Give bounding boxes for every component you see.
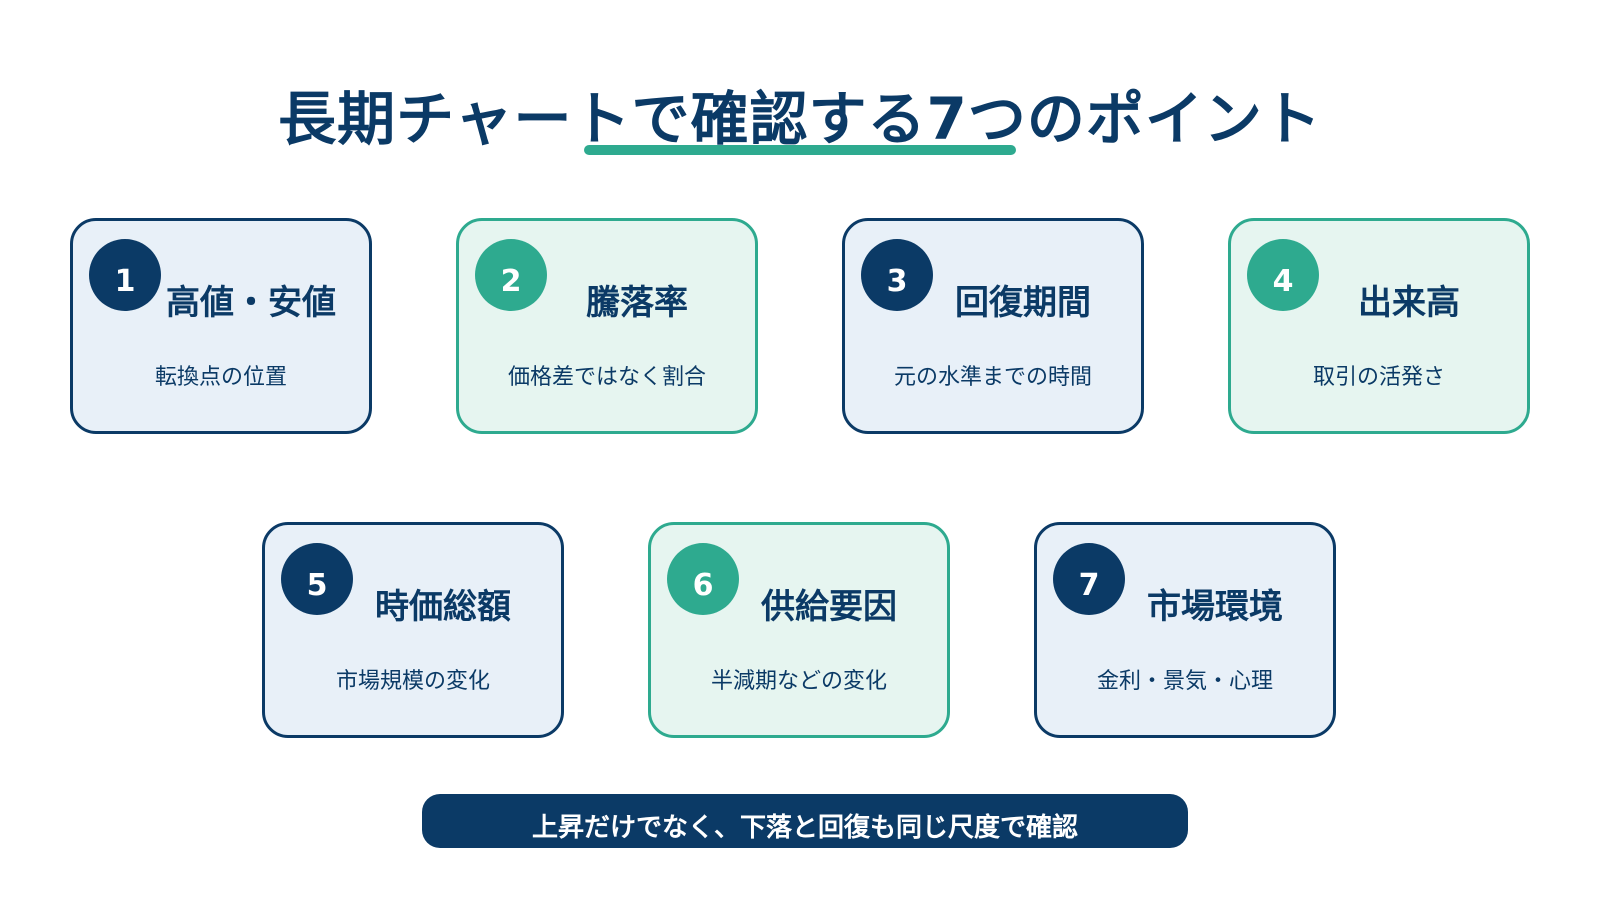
number-badge: 6 (667, 543, 739, 615)
card-description: 転換点の位置 (154, 365, 287, 390)
card-description: 価格差ではなく割合 (507, 365, 706, 390)
card-title: 出来高 (1358, 283, 1460, 323)
card-description: 金利・景気・心理 (1096, 669, 1273, 694)
point-card-6: 6 供給要因 半減期などの変化 (648, 522, 950, 738)
point-card-2: 2 騰落率 価格差ではなく割合 (456, 218, 758, 434)
point-card-1: 1 高値・安値 転換点の位置 (70, 218, 372, 434)
point-card-4: 4 出来高 取引の活発さ (1228, 218, 1530, 434)
number-badge: 5 (281, 543, 353, 615)
point-card-5: 5 時価総額 市場規模の変化 (262, 522, 564, 738)
number-badge: 1 (89, 239, 161, 311)
card-title: 時価総額 (375, 587, 511, 627)
point-card-7: 7 市場環境 金利・景気・心理 (1034, 522, 1336, 738)
card-description: 取引の活発さ (1312, 365, 1445, 390)
summary-banner: 上昇だけでなく、下落と回復も同じ尺度で確認 (422, 794, 1188, 848)
card-description: 半減期などの変化 (710, 669, 887, 694)
card-title: 回復期間 (955, 283, 1091, 323)
point-card-3: 3 回復期間 元の水準までの時間 (842, 218, 1144, 434)
number-badge: 7 (1053, 543, 1125, 615)
number-badge: 2 (475, 239, 547, 311)
card-title: 高値・安値 (166, 283, 336, 323)
card-description: 元の水準までの時間 (893, 365, 1092, 390)
card-title: 供給要因 (761, 587, 897, 627)
number-badge: 3 (861, 239, 933, 311)
card-description: 市場規模の変化 (335, 669, 490, 694)
card-title: 市場環境 (1147, 587, 1283, 627)
page-title: 長期チャートで確認する7つのポイント (278, 85, 1322, 153)
number-badge: 4 (1247, 239, 1319, 311)
card-title: 騰落率 (586, 283, 688, 323)
title-underline (584, 145, 1016, 155)
